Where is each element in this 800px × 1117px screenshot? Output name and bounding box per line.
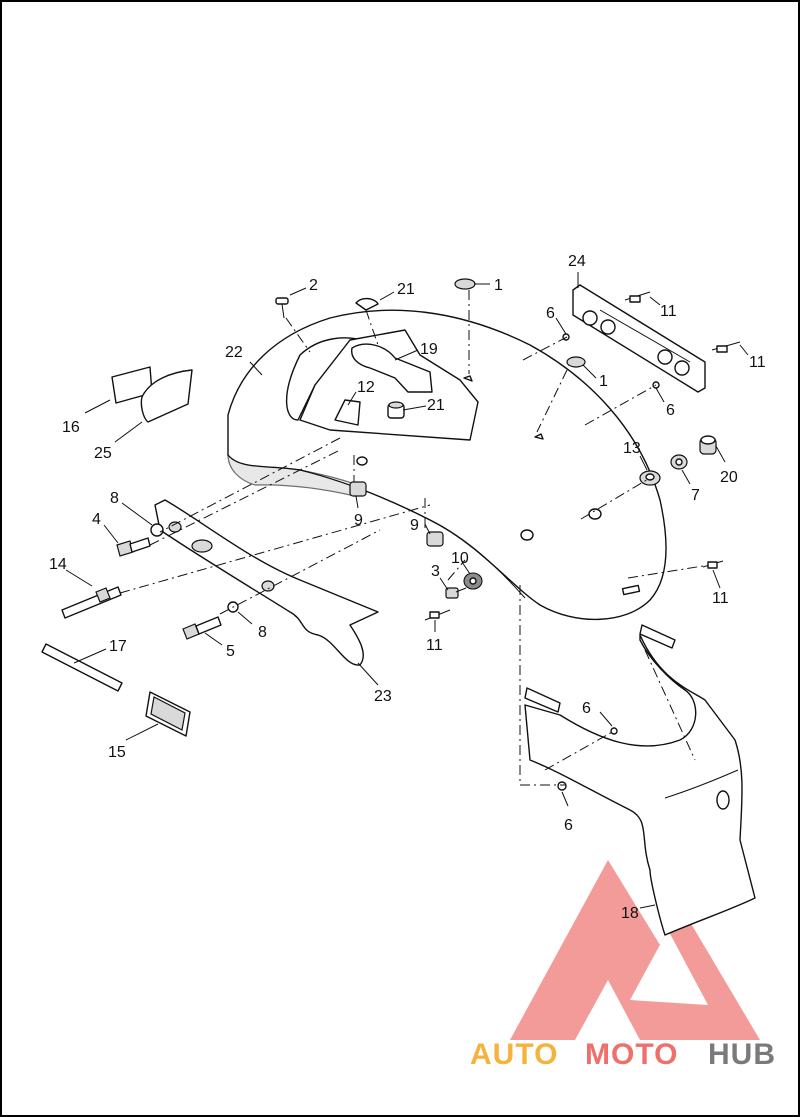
callout-9: 9: [354, 512, 363, 529]
callout-21: 21: [397, 281, 415, 298]
callout-3: 3: [431, 563, 440, 580]
automotohub-logo: [510, 860, 760, 1040]
callout-leaders: [65, 272, 749, 909]
screw-4: [116, 537, 151, 557]
stud-14: [61, 586, 122, 619]
callout-8: 8: [258, 624, 267, 641]
bracket-19: [351, 343, 433, 393]
bolt-11-b: [711, 341, 741, 353]
bolt-11-c: [702, 560, 724, 569]
callout-12: 12: [357, 379, 375, 396]
automotohub-wordmark: AUTO MOTO HUB: [470, 1038, 776, 1071]
washer-10: [463, 572, 483, 590]
reflector-15: [145, 691, 191, 737]
callout-8: 8: [110, 490, 119, 507]
callout-4: 4: [92, 511, 101, 528]
rear-fender-22: [227, 309, 667, 621]
callout-10: 10: [451, 550, 469, 567]
screw-5: [182, 616, 222, 640]
callout-18: 18: [621, 905, 639, 922]
callout-14: 14: [49, 556, 67, 573]
callout-labels: 1 1 2 3 4 5 6 6 6 6 7 8 8 9 9 10 11 11 1…: [49, 253, 766, 922]
callout-11: 11: [660, 303, 677, 320]
callout-23: 23: [374, 688, 392, 705]
callout-22: 22: [225, 344, 243, 361]
fender-extension-18: [524, 634, 756, 936]
callout-19: 19: [420, 341, 438, 358]
callout-1: 1: [494, 277, 503, 294]
screw-3: [445, 587, 467, 599]
trim-strip-17: [41, 643, 123, 692]
callout-6: 6: [666, 402, 675, 419]
grommet-9-b: [426, 531, 444, 547]
bolt-11-d: [424, 609, 451, 621]
washer-7: [670, 454, 688, 470]
reflector-25: [140, 369, 193, 423]
extension-tab-lower: [524, 687, 561, 713]
callout-11: 11: [426, 637, 443, 654]
clip-21-upper: [355, 297, 379, 311]
callout-6: 6: [564, 817, 573, 834]
callout-6: 6: [546, 305, 555, 322]
callout-11: 11: [712, 590, 729, 607]
washer-6-c: [610, 727, 618, 735]
callout-15: 15: [108, 744, 126, 761]
callout-13: 13: [623, 440, 641, 457]
callout-17: 17: [109, 638, 127, 655]
callout-9: 9: [410, 517, 419, 534]
callout-2: 2: [309, 277, 318, 294]
washer-6-d: [557, 781, 567, 791]
callout-5: 5: [226, 643, 235, 660]
bolt-11-a: [624, 291, 651, 303]
grommet-1-upper: [454, 278, 476, 290]
wordmark-moto: MOTO: [585, 1038, 678, 1071]
callout-11: 11: [749, 354, 766, 371]
grommet-1-lower: [566, 356, 586, 368]
callout-25: 25: [94, 445, 112, 462]
wordmark-hub: HUB: [708, 1038, 776, 1071]
callout-6: 6: [582, 700, 591, 717]
nut-21-lower: [387, 401, 405, 419]
logo-triangle-mark: [510, 860, 760, 1040]
assembly-lines: [119, 290, 704, 786]
grommet-9-a: [349, 481, 367, 497]
washer-8-a: [150, 523, 164, 537]
nut-20: [699, 435, 717, 455]
callout-20: 20: [720, 469, 738, 486]
callout-7: 7: [691, 487, 700, 504]
callout-1: 1: [599, 373, 608, 390]
clip-12: [334, 399, 361, 426]
wordmark-auto: AUTO: [470, 1038, 558, 1071]
screw-2: [275, 297, 289, 319]
extension-tab-upper: [639, 624, 676, 649]
license-bracket-24: [572, 284, 706, 393]
callout-16: 16: [62, 419, 80, 436]
callout-24: 24: [568, 253, 586, 270]
callout-21: 21: [427, 397, 445, 414]
